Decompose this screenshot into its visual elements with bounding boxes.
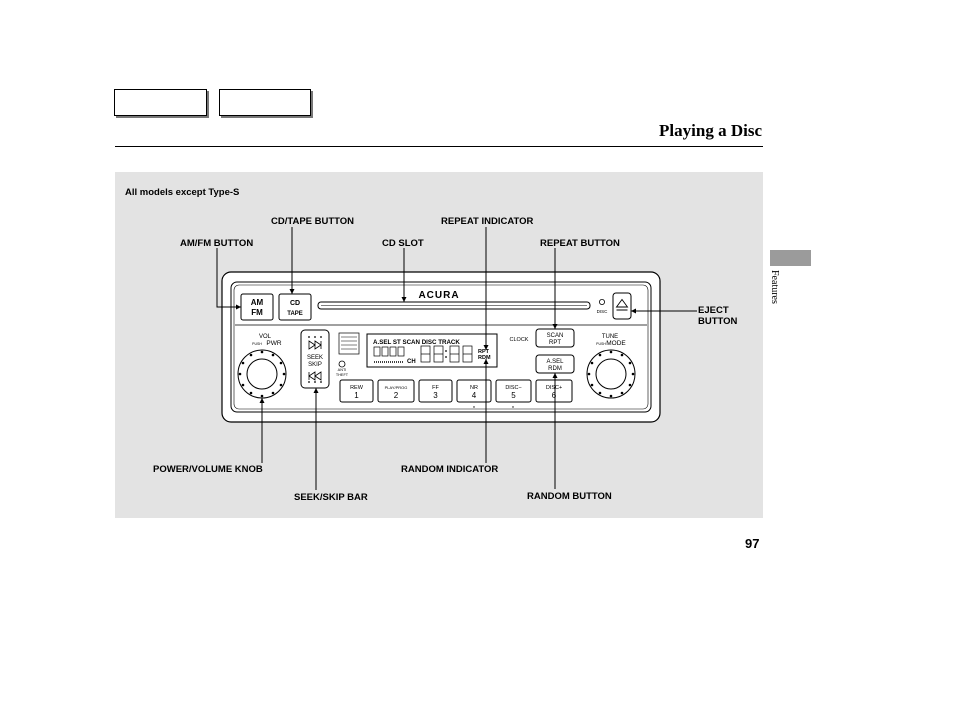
- push-label-left: PUSH: [252, 342, 262, 346]
- repeat-indicator: RPT: [478, 349, 490, 355]
- seek-label: SEEK: [307, 355, 323, 361]
- seek-skip-bar[interactable]: SEEK SKIP: [300, 329, 330, 389]
- push-label-right: PUSH: [596, 342, 606, 346]
- eject-icon: [615, 298, 629, 308]
- nav-button-contents[interactable]: [114, 89, 207, 116]
- disc-indicator-light: [599, 298, 606, 305]
- preset-button-4[interactable]: NR 4: [456, 379, 492, 403]
- skip-back-icon: [308, 371, 322, 381]
- callout-eject-button-2: BUTTON: [698, 316, 738, 327]
- callout-cd-slot: CD SLOT: [382, 238, 424, 249]
- anti-theft-light: [338, 360, 346, 368]
- svg-text:6: 6: [552, 391, 557, 400]
- svg-text:FF: FF: [432, 385, 439, 391]
- header-rule: [115, 146, 763, 147]
- fm-label: FM: [251, 308, 263, 317]
- tune-label: TUNE: [602, 334, 618, 340]
- scan-repeat-button[interactable]: SCAN RPT: [535, 328, 575, 348]
- disc-label: DISC: [597, 309, 609, 314]
- cd-label: CD: [290, 300, 300, 307]
- disc-logo-icon: [338, 332, 360, 355]
- auto-select-random-button[interactable]: A.SEL RDM: [535, 354, 575, 374]
- svg-text:REW: REW: [350, 385, 364, 391]
- cd-tape-button[interactable]: CD TAPE: [278, 293, 312, 321]
- svg-text:NR: NR: [470, 385, 478, 391]
- skip-forward-icon: [308, 340, 322, 350]
- callout-lines: [216, 227, 697, 490]
- eject-button[interactable]: [612, 292, 632, 320]
- mode-label: MODE: [606, 340, 626, 347]
- preset-button-6[interactable]: DISC+ 6: [535, 379, 573, 403]
- asel-label: A.SEL: [546, 359, 564, 365]
- display-ch: CH: [407, 359, 416, 365]
- callout-power-volume-knob: POWER/VOLUME KNOB: [153, 464, 263, 475]
- power-volume-knob[interactable]: [237, 349, 287, 399]
- callout-cd-tape-button: CD/TAPE BUTTON: [271, 216, 355, 227]
- svg-text:5: 5: [511, 391, 516, 400]
- svg-text:1: 1: [354, 391, 359, 400]
- cd-slot[interactable]: [317, 301, 591, 310]
- callout-arrowheads: [236, 289, 636, 403]
- brand-logo: ACURA: [418, 290, 459, 301]
- rdm-label: RDM: [548, 366, 562, 372]
- display-indicators: A.SEL ST SCAN DISC TRACK: [373, 339, 460, 346]
- callout-random-indicator: RANDOM INDICATOR: [401, 464, 499, 475]
- svg-text:PLAY/PROG: PLAY/PROG: [385, 385, 408, 390]
- pwr-label: PWR: [266, 340, 281, 347]
- scan-label: SCAN: [547, 333, 564, 339]
- callout-am-fm-button: AM/FM BUTTON: [180, 238, 254, 249]
- callout-repeat-indicator: REPEAT INDICATOR: [441, 216, 534, 227]
- vol-label: VOL: [259, 334, 272, 340]
- preset-button-2[interactable]: PLAY/PROG 2: [377, 379, 415, 403]
- preset-button-3[interactable]: FF 3: [418, 379, 453, 403]
- random-indicator: RDM: [478, 355, 491, 361]
- page-title: Playing a Disc: [659, 121, 762, 140]
- page-number: 97: [745, 536, 760, 551]
- svg-text:DISC+: DISC+: [546, 385, 562, 391]
- svg-text:2: 2: [394, 391, 399, 400]
- am-fm-button[interactable]: AM FM: [240, 293, 274, 321]
- callout-eject-button-1: EJECT: [698, 305, 729, 316]
- svg-text:3: 3: [433, 391, 438, 400]
- nav-button-index[interactable]: [219, 89, 311, 116]
- lcd-display: A.SEL ST SCAN DISC TRACK CH RPT RDM: [366, 333, 498, 368]
- tune-mode-knob[interactable]: [586, 349, 636, 399]
- callout-random-button: RANDOM BUTTON: [527, 491, 612, 502]
- callout-seek-skip-bar: SEEK/SKIP BAR: [294, 492, 368, 503]
- am-label: AM: [251, 298, 264, 307]
- model-note: All models except Type-S: [125, 187, 240, 198]
- svg-text:4: 4: [472, 391, 477, 400]
- section-tab[interactable]: [770, 250, 811, 266]
- callout-repeat-button: REPEAT BUTTON: [540, 238, 620, 249]
- theft-label: THEFT: [336, 373, 349, 377]
- preset-button-5[interactable]: DISC− 5: [495, 379, 532, 403]
- rpt-label: RPT: [549, 340, 561, 346]
- tape-label: TAPE: [287, 311, 303, 317]
- clock-label: CLOCK: [510, 337, 529, 343]
- skip-label: SKIP: [308, 362, 322, 368]
- svg-text:DISC−: DISC−: [505, 385, 521, 391]
- preset-button-1[interactable]: REW 1: [339, 379, 374, 403]
- anti-label: ANTI: [338, 368, 347, 372]
